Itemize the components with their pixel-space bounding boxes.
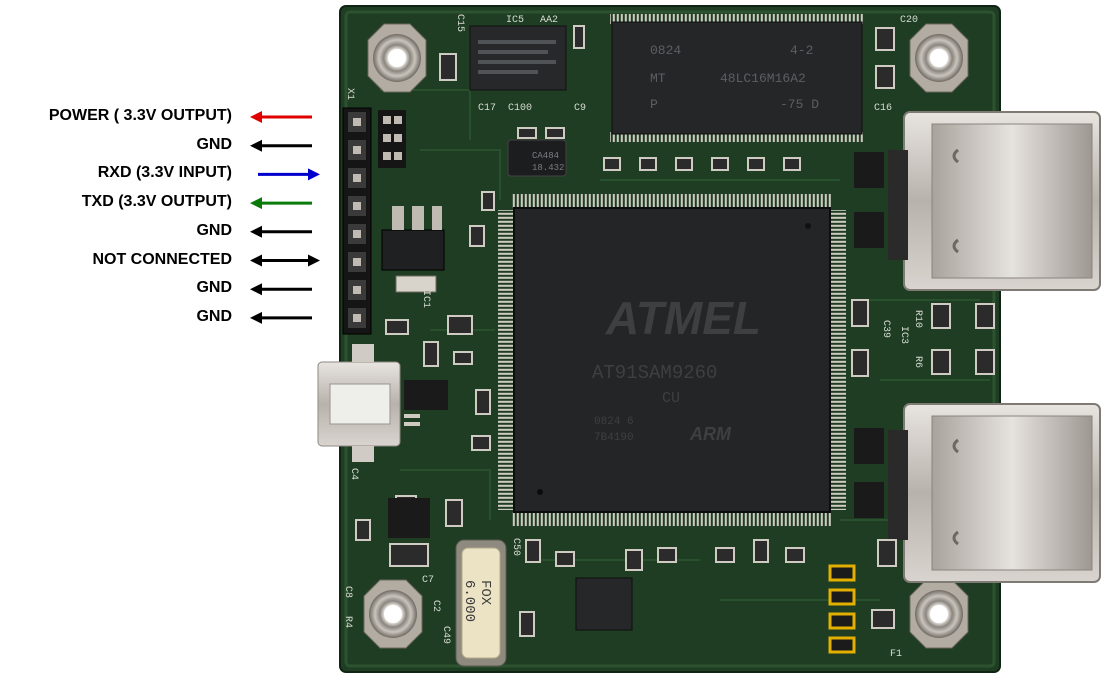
silk-c9: C9 [574,103,586,114]
crystal-oscillator: FOX 6.000 [455,539,507,667]
pin-label-2: GND [196,135,232,153]
cpu-arm-logo: ARM [689,424,732,444]
ram-text-mfr: MT [650,71,666,86]
silk-r10: R10 [912,310,923,328]
crystal-frequency: 6.000 [461,580,477,622]
pin-arrow-1 [250,111,312,123]
silk-c16: C16 [874,103,892,114]
silk-c17: C17 [478,103,496,114]
cpu-datecode: 0824 6 [594,416,634,428]
phy-chip [575,577,633,631]
micro-usb-connector [317,344,420,462]
mounting-hole-bottom-right [909,579,969,649]
usb-connector-bottom [888,403,1101,583]
pin-label-1: POWER ( 3.3V OUTPUT) [48,107,232,124]
silk-c7: C7 [422,575,434,586]
pin-label-5: GND [196,221,232,239]
oscillator-chip: CA484 18.432 [507,139,567,177]
pin-arrow-5 [250,225,312,238]
sdram-chip: 0824 4-2 MT 48LC16M16A2 P -75 D [610,14,864,142]
pin-arrow-layer [250,111,320,324]
silk-ic5: IC5 [506,15,524,26]
pin-arrow-4 [250,197,312,210]
ram-text-rev: 4-2 [790,43,813,58]
silk-c4: C4 [348,468,359,480]
transistor-groups [388,152,884,538]
pin-label-3: RXD (3.3V INPUT) [97,164,232,182]
mounting-hole-top-right [909,23,969,93]
cpu-chip: ATMEL AT91SAM9260 CU 0824 6 7B4190 ARM [498,194,846,526]
osc-text-1: CA484 [532,151,559,161]
resistor-array [828,564,856,654]
silk-c39: C39 [880,320,891,338]
pin-label-6: NOT CONNECTED [92,250,232,268]
mounting-hole-bottom-left [363,579,423,649]
silk-c100: C100 [508,103,532,114]
silk-c2: C2 [430,600,441,612]
silk-f1: F1 [890,649,902,660]
crystal-brand: FOX [477,580,493,606]
silk-c20: C20 [900,15,918,26]
flash-chip [469,25,567,91]
usb-connector-top [888,111,1101,291]
serial-pin-header [342,107,372,335]
silk-aa2: AA2 [540,15,558,26]
silk-c8: C8 [342,586,353,598]
pin-arrow-6 [250,254,320,267]
silk-r4: R4 [342,616,353,628]
pin-label-8: GND [196,307,232,325]
silk-ic1: IC1 [420,290,431,308]
silk-c50: C50 [510,538,521,556]
pin-label-4: TXD (3.3V OUTPUT) [81,193,232,211]
pin-arrow-8 [250,311,312,324]
pin-arrow-7 [250,283,312,296]
pin-arrow-3 [258,168,320,181]
silk-c15: C15 [454,14,465,32]
jumper-header [378,110,406,168]
ram-text-p: P [650,97,658,112]
pin-arrow-2 [250,139,312,152]
mounting-hole-top-left [367,23,427,93]
silk-x1: X1 [344,88,355,100]
ram-text-speed: -75 D [780,97,819,112]
ram-text-part: 48LC16M16A2 [720,71,806,86]
silk-ic3: IC3 [898,326,909,344]
smd-components [355,25,995,637]
silk-r6: R6 [912,356,923,368]
ram-text-date: 0824 [650,43,681,58]
voltage-regulator [381,206,445,293]
cpu-suffix: CU [662,390,680,407]
cpu-part-number: AT91SAM9260 [592,362,717,384]
cpu-lot: 7B4190 [594,432,634,444]
osc-text-2: 18.432 [532,163,564,173]
pin-label-7: GND [196,279,232,297]
cpu-brand-logo: ATMEL [605,292,761,344]
silk-c49: C49 [440,626,451,644]
